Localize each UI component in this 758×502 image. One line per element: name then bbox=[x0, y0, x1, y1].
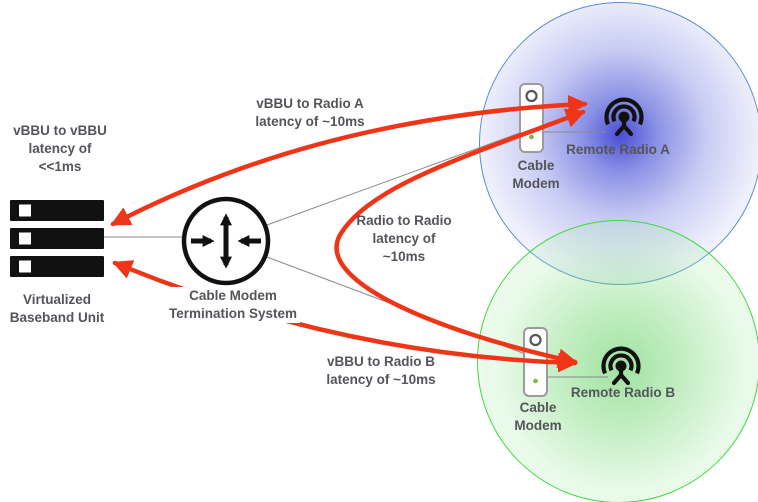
latency-arrow-vbbu-radio-a bbox=[110, 94, 588, 227]
link-cmts-modem-a bbox=[266, 129, 529, 226]
latency-arrows bbox=[110, 94, 588, 373]
cmts-label: Cable Modem Termination System bbox=[165, 287, 301, 323]
latency-arrow-vbbu-radio-b bbox=[112, 260, 578, 373]
radio-a-antenna-icon bbox=[604, 97, 644, 137]
server-stack-icon bbox=[10, 200, 104, 277]
vbbu-to-radio-a-latency-label: vBBU to Radio A latency of ~10ms bbox=[255, 96, 365, 129]
remote-radio-b-label: Remote Radio B bbox=[570, 385, 676, 400]
vbbu-label: Virtualized Baseband Unit bbox=[9, 292, 105, 325]
vbbu-to-vbbu-latency-label: vBBU to vBBU latency of <<1ms bbox=[13, 123, 107, 174]
cable-modem-b-label: Cable Modem bbox=[514, 400, 562, 433]
router-icon bbox=[181, 196, 271, 286]
radio-to-radio-latency-label: Radio to Radio latency of ~10ms bbox=[356, 213, 452, 264]
cable-modem-a-label: Cable Modem bbox=[512, 158, 560, 191]
radio-b-antenna-icon bbox=[601, 346, 641, 386]
vbbu-to-radio-b-latency-label: vBBU to Radio B latency of ~10ms bbox=[326, 354, 436, 387]
cable-modem-a-icon bbox=[519, 83, 544, 153]
remote-radio-a-label: Remote Radio A bbox=[566, 142, 670, 157]
